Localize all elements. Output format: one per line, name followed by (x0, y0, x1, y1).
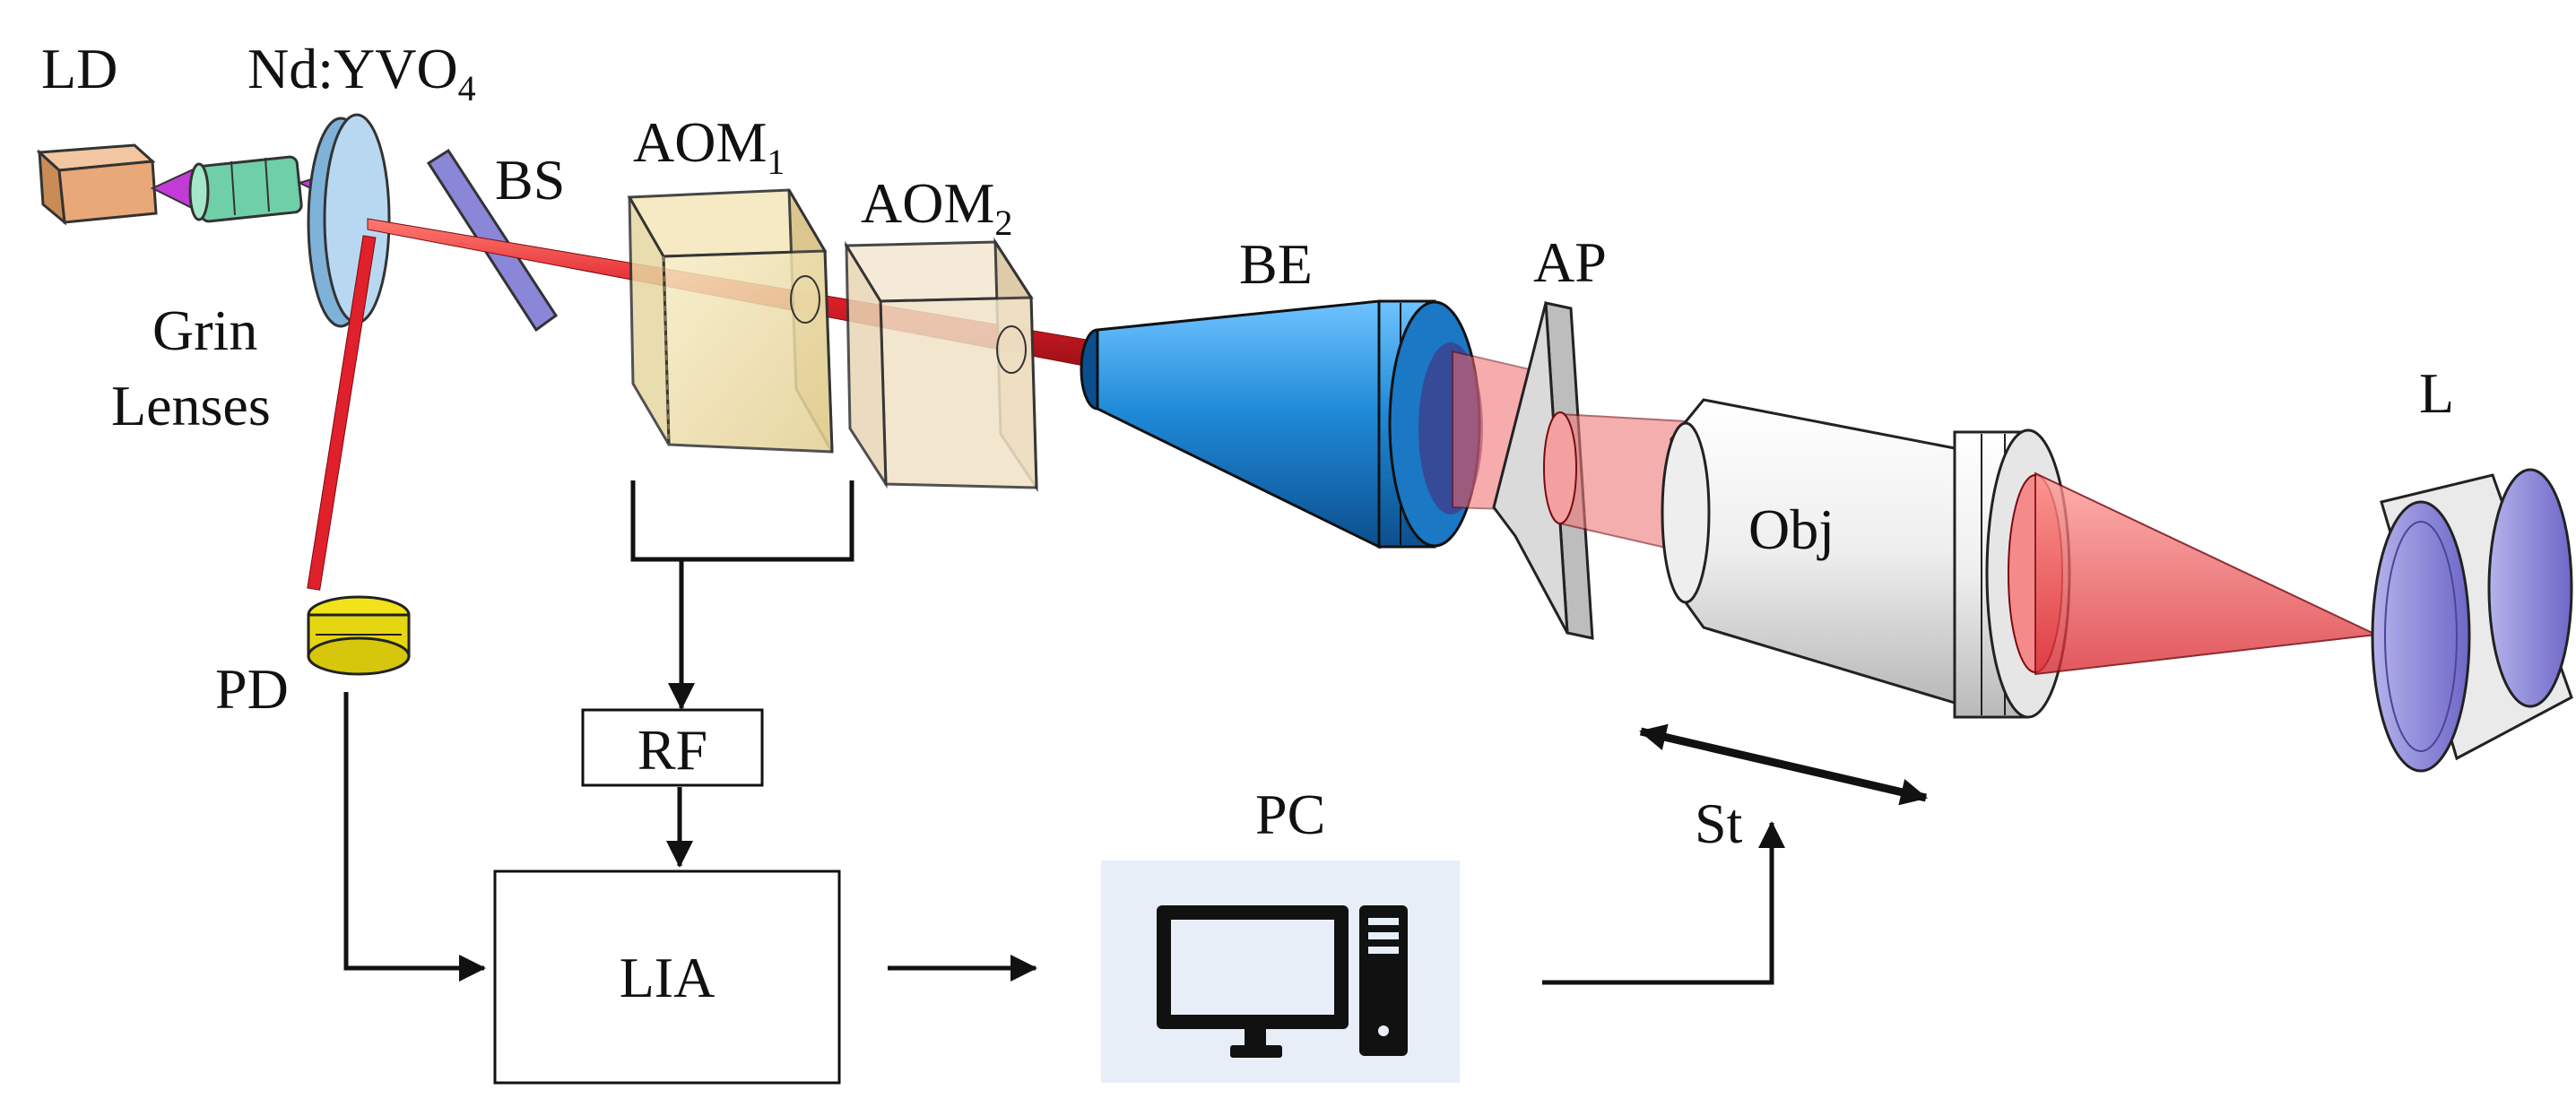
label-obj: Obj (1748, 497, 1834, 561)
photodiode (307, 595, 411, 676)
label-lia: LIA (620, 946, 716, 1009)
label-rf: RF (637, 718, 707, 782)
grin-lens (188, 155, 303, 223)
label-pd: PD (215, 657, 289, 721)
laser-diode (36, 143, 158, 226)
stage-translation-arrow[interactable] (1639, 723, 1928, 806)
lia-box (493, 869, 841, 1085)
lens-l (2371, 468, 2573, 773)
beam-expander (1080, 299, 1483, 549)
objective (1661, 398, 2071, 719)
label-aom2: AOM2 (861, 171, 1012, 243)
label-pc: PC (1255, 783, 1325, 846)
label-be: BE (1239, 232, 1313, 296)
label-grin-line1: Grin (152, 298, 257, 362)
label-nd-yvo4-sub: 4 (458, 68, 476, 108)
aom1 (627, 188, 834, 454)
beam-after-aperture (1543, 411, 1687, 554)
rf-box (581, 708, 764, 787)
label-l: L (2419, 361, 2454, 425)
label-aom1-sub: 1 (767, 142, 785, 182)
label-grin-line2: Lenses (111, 374, 271, 437)
label-st: St (1695, 792, 1743, 855)
label-nd-yvo4: Nd:YVO4 (247, 37, 476, 108)
label-ld: LD (41, 37, 117, 100)
wires (343, 480, 1785, 985)
desktop-computer-icon (1157, 905, 1408, 1058)
label-bs: BS (495, 148, 565, 212)
label-aom1: AOM1 (633, 110, 785, 182)
label-ap: AP (1533, 230, 1607, 294)
focusing-cone (2034, 471, 2380, 676)
aom2 (844, 237, 1038, 493)
label-aom2-sub: 2 (994, 203, 1012, 243)
